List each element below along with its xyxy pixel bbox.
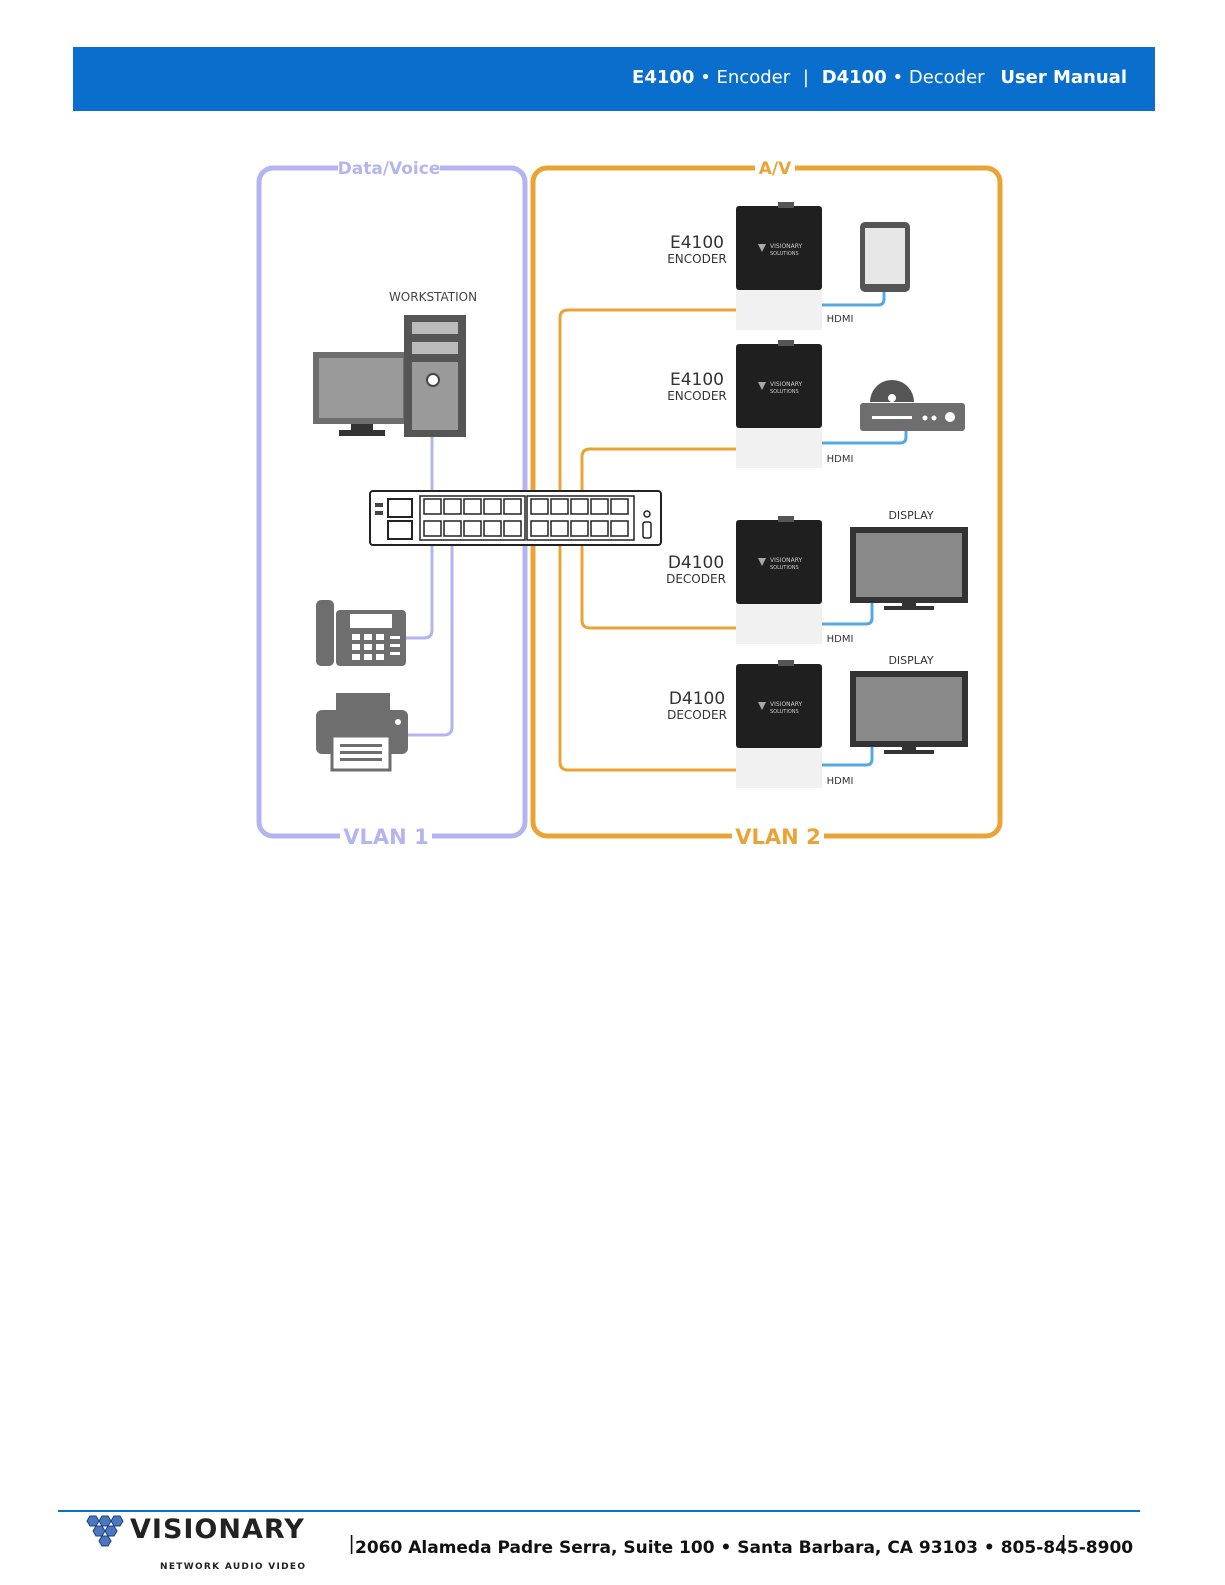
header-encoder-type: Encoder [716, 67, 791, 88]
box-brand-text: VISIONARY [770, 557, 803, 564]
switch-port [610, 520, 629, 537]
device-2-model: E4100 [670, 370, 724, 390]
box-brand-text: VISIONARY [770, 701, 803, 708]
footer-tagline: NETWORK AUDIO VIDEO [160, 1562, 307, 1572]
switch-port [590, 498, 609, 515]
switch-port [443, 520, 462, 537]
media-player-icon [860, 380, 965, 431]
switch-port [550, 498, 569, 515]
desk-phone-icon [316, 600, 406, 666]
device-1-model: E4100 [670, 233, 724, 253]
switch-port [550, 520, 569, 537]
switch-port [610, 498, 629, 515]
switch-port [590, 520, 609, 537]
tablet-icon [860, 222, 910, 292]
switch-port [503, 498, 522, 515]
vlan-network-diagram: Data/Voice A/V VLAN 1 VLAN 2 WORKSTA [256, 159, 1003, 849]
switch-port [530, 498, 549, 515]
device-4-model: D4100 [669, 689, 725, 709]
device-2-type: ENCODER [667, 389, 727, 403]
header-dot: • [892, 67, 904, 88]
hdmi-label: HDMI [827, 454, 854, 465]
vlan1-label: VLAN 1 [343, 825, 428, 849]
header-dot: • [700, 67, 711, 88]
visionary-logo-icon [86, 1515, 124, 1547]
header-decoder-type: Decoder [908, 67, 985, 88]
display-label: DISPLAY [888, 654, 933, 667]
display-icon [850, 527, 968, 610]
display-icon [850, 671, 968, 754]
switch-port [443, 498, 462, 515]
switch-port [570, 520, 589, 537]
box-brand-sub: SOLUTIONS [770, 251, 799, 257]
box-brand-sub: SOLUTIONS [770, 709, 799, 715]
switch-port [483, 498, 502, 515]
switch-port [503, 520, 522, 537]
switch-port [483, 520, 502, 537]
hdmi-label: HDMI [827, 314, 854, 325]
switch-port [463, 498, 482, 515]
switch-port [530, 520, 549, 537]
switch-ports [423, 498, 629, 537]
box-brand-sub: SOLUTIONS [770, 389, 799, 395]
box-brand-text: VISIONARY [770, 381, 803, 388]
hdmi-label: HDMI [827, 776, 854, 787]
hdmi-cables [784, 292, 908, 767]
hdmi-label: HDMI [827, 634, 854, 645]
switch-port [463, 520, 482, 537]
header-title: E4100 • Encoder | D4100 • Decoder User M… [632, 67, 1127, 88]
device-3-model: D4100 [668, 553, 724, 573]
printer-icon [316, 693, 408, 772]
footer-logo-word: VISIONARY [130, 1514, 305, 1545]
workstation-icon [313, 315, 466, 437]
footer-address: 2060 Alameda Padre Serra, Suite 100 • Sa… [355, 1538, 1134, 1558]
footer-separator: | [349, 1533, 355, 1555]
vlan1-cables [406, 436, 454, 737]
footer-separator: | [1061, 1533, 1067, 1555]
display-label: DISPLAY [888, 509, 933, 522]
box-brand-text: VISIONARY [770, 243, 803, 250]
box-brand-sub: SOLUTIONS [770, 565, 799, 571]
vlan2-label: VLAN 2 [735, 825, 820, 849]
header-decoder-model: D4100 [821, 67, 887, 88]
workstation-label: WORKSTATION [389, 290, 477, 304]
header-bar: E4100 • Encoder | D4100 • Decoder User M… [73, 47, 1155, 111]
header-separator: | [802, 67, 809, 88]
switch-port [423, 498, 442, 515]
header-manual: User Manual [1000, 67, 1127, 88]
header-encoder-model: E4100 [632, 67, 695, 88]
device-3-type: DECODER [666, 572, 726, 586]
av-label: A/V [759, 159, 792, 179]
data-voice-label: Data/Voice [338, 159, 441, 179]
device-4-type: DECODER [667, 708, 727, 722]
footer-rule [58, 1510, 1140, 1512]
device-1-type: ENCODER [667, 252, 727, 266]
switch-port [570, 498, 589, 515]
device-boxes: VISIONARYSOLUTIONSVISIONARYSOLUTIONSVISI… [736, 202, 822, 788]
switch-port [423, 520, 442, 537]
